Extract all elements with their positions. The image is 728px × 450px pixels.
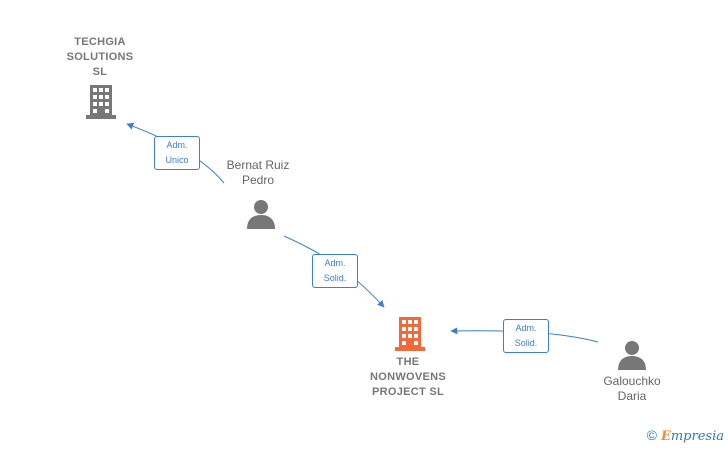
brand-logo[interactable]: Empresia: [660, 429, 724, 444]
person-icon[interactable]: [617, 340, 647, 370]
node-label-techgia[interactable]: TECHGIA SOLUTIONS SL: [66, 36, 134, 78]
brand-footer: ©Empresia: [647, 427, 724, 444]
edge-label-adm-unico[interactable]: Adm. Unico: [154, 136, 200, 170]
building-icon[interactable]: [395, 317, 425, 351]
copyright-icon: ©: [646, 427, 657, 443]
edge-label-adm-solid-bernat[interactable]: Adm. Solid.: [312, 254, 358, 288]
node-label-nonwovens[interactable]: THE NONWOVENS PROJECT SL: [369, 356, 447, 398]
node-label-galouchko[interactable]: Galouchko Daria: [603, 374, 661, 403]
edge-label-adm-solid-galouchko[interactable]: Adm. Solid.: [503, 319, 549, 353]
node-label-bernat[interactable]: Bernat Ruiz Pedro: [226, 158, 290, 187]
building-icon[interactable]: [86, 85, 116, 119]
person-icon[interactable]: [246, 199, 276, 229]
